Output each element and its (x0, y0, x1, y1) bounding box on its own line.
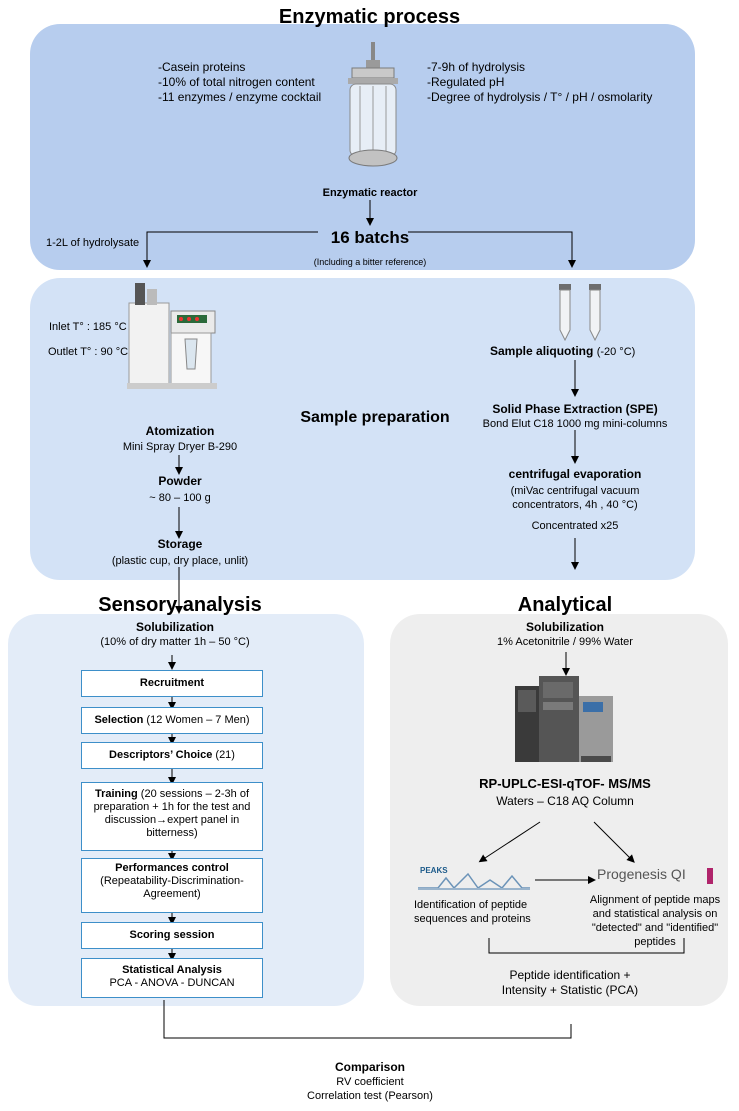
step-descriptors-choice: Descriptors’ Choice (21) (81, 742, 263, 769)
enzymatic-reactor-image (348, 42, 398, 167)
peaks-description: Identification of peptide sequences and … (414, 898, 564, 926)
bullet: -7-9h of hydrolysis (427, 60, 526, 74)
instrument-label: RP-UPLC-ESI-qTOF- MS/MS (479, 776, 651, 791)
description-line: and statistical analysis on (592, 908, 718, 920)
comparison-line2: Correlation test (Pearson) (307, 1090, 433, 1102)
step-detail: PCA - ANOVA - DUNCAN (109, 977, 235, 989)
sensory-solubilization: Solubilization (136, 620, 214, 634)
evaporation-sub2: concentrators, 4h , 40 °C) (512, 499, 638, 511)
step-selection: Selection (12 Women – 7 Men) (81, 707, 263, 734)
evaporation-label: centrifugal evaporation (508, 467, 642, 481)
result-line: Intensity + Statistic (PCA) (501, 983, 639, 997)
bullet: -10% of total nitrogen content (158, 75, 315, 89)
step-detail: (20 sessions – 2-3h of preparation + 1h … (93, 788, 251, 839)
storage-sub: (plastic cup, dry place, unlit) (111, 555, 249, 567)
spe-label: Solid Phase Extraction (SPE) (492, 402, 658, 416)
bullet: -Regulated pH (427, 75, 505, 89)
spray-dryer-image (127, 283, 217, 389)
step-title: Selection (94, 714, 144, 726)
step-title: Statistical Analysis (122, 964, 222, 976)
analytical-solubilization: Solubilization (526, 620, 604, 634)
evaporation-sub1: (miVac centrifugal vacuum (510, 485, 640, 497)
analytical-result: Peptide identification + Intensity + Sta… (470, 968, 670, 998)
bullet: -Degree of hydrolysis / T° / pH / osmola… (427, 90, 653, 104)
bullet: -Casein proteins (158, 60, 246, 74)
step-scoring-session: Scoring session (81, 922, 263, 949)
peaks-logo-text: PEAKS (420, 866, 448, 875)
step-recruitment: Recruitment (81, 670, 263, 697)
sensory-solubilization-sub: (10% of dry matter 1h – 50 °C) (100, 636, 250, 648)
description-line: Identification of peptide (414, 899, 528, 911)
step-title: Recruitment (139, 677, 205, 689)
progenesis-logo-text: Progenesis QI (597, 866, 686, 882)
batches-note: (Including a bitter reference) (313, 257, 427, 267)
inlet-temp: Inlet T° : 185 °C (49, 321, 127, 333)
step-title: Performances control (115, 862, 229, 874)
step-statistical-analysis: Statistical Analysis PCA - ANOVA - DUNCA… (81, 958, 263, 998)
atomization-sub: Mini Spray Dryer B-290 (122, 441, 238, 453)
enzymatic-title: Enzymatic process (278, 6, 461, 28)
sample-preparation-title: Sample preparation (300, 409, 450, 426)
storage-label: Storage (157, 537, 203, 551)
analytical-title: Analytical (517, 594, 613, 616)
mass-spectrometer-image (515, 676, 613, 762)
aliquoting-temp: (-20 °C) (596, 346, 636, 358)
progenesis-description: Alignment of peptide maps and statistica… (575, 893, 735, 949)
analytical-solubilization-sub: 1% Acetonitrile / 99% Water (497, 636, 633, 648)
step-training: Training (20 sessions – 2-3h of preparat… (81, 782, 263, 851)
powder-sub: ~ 80 – 100 g (149, 492, 211, 504)
sensory-title: Sensory analysis (98, 594, 262, 616)
step-detail: (21) (212, 749, 235, 761)
sample-tubes-image (559, 284, 601, 342)
description-line: Alignment of peptide maps (589, 894, 721, 906)
comparison-line1: RV coefficient (336, 1076, 404, 1088)
aliquoting-label: Sample aliquoting (490, 344, 594, 358)
aliquoting-row: Sample aliquoting (-20 °C) (490, 344, 710, 358)
step-performances-control: Performances control (Repeatability-Disc… (81, 858, 263, 913)
result-line: Peptide identification + (509, 968, 631, 982)
concentrated-label: Concentrated x25 (531, 520, 619, 532)
description-line: peptides (634, 936, 676, 948)
description-line: "detected" and "identified" (591, 922, 719, 934)
bullet: -11 enzymes / enzyme cocktail (158, 90, 322, 104)
batches-label: 16 batchs (330, 228, 410, 247)
progenesis-logo: Progenesis QI (597, 866, 715, 888)
progenesis-accent-icon (707, 868, 713, 884)
comparison-title: Comparison (334, 1060, 405, 1074)
peaks-logo: PEAKS (418, 866, 530, 890)
enzymatic-left-bullets: -Casein proteins -10% of total nitrogen … (158, 60, 358, 105)
step-title: Training (94, 788, 138, 800)
step-detail: (12 Women – 7 Men) (143, 714, 250, 726)
step-detail: (Repeatability-Discrimination-Agreement) (100, 875, 244, 900)
step-title: Descriptors’ Choice (109, 749, 213, 761)
step-title: Scoring session (129, 929, 215, 941)
outlet-temp: Outlet T° : 90 °C (48, 346, 129, 358)
spe-sub: Bond Elut C18 1000 mg mini-columns (482, 418, 668, 430)
peaks-wave-icon (418, 872, 530, 890)
atomization-label: Atomization (145, 424, 215, 438)
powder-label: Powder (158, 474, 202, 488)
column-label: Waters – C18 AQ Column (496, 794, 634, 808)
reactor-label: Enzymatic reactor (322, 187, 418, 199)
enzymatic-right-bullets: -7-9h of hydrolysis -Regulated pH -Degre… (427, 60, 687, 105)
hydrolysate-label: 1-2L of hydrolysate (46, 237, 140, 249)
description-line: sequences and proteins (414, 913, 531, 925)
